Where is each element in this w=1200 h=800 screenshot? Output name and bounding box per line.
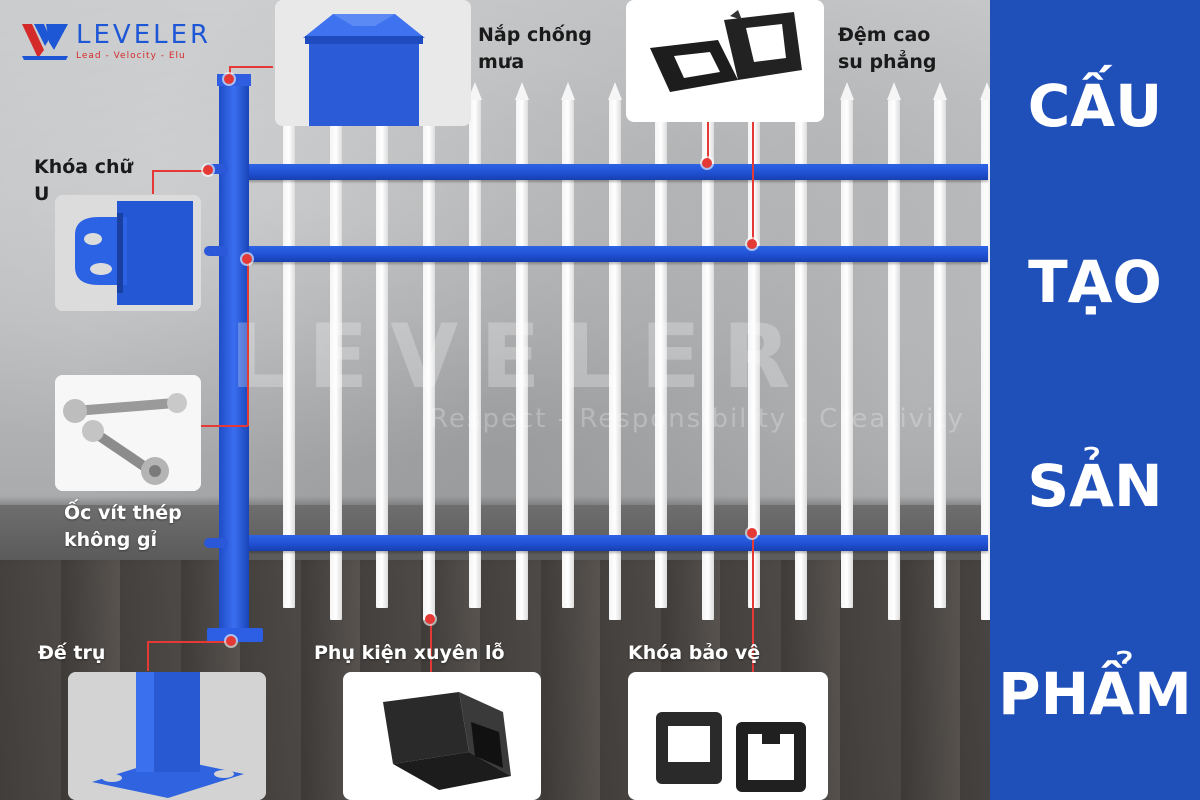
connector-bolt: [200, 425, 248, 427]
connector-through-accessory: [430, 620, 432, 672]
fence-picket-tip: [886, 82, 901, 100]
fence-rail-bottom: [236, 535, 988, 551]
fence-picket-tip: [514, 82, 529, 100]
post-base-icon: [68, 672, 266, 800]
connector-u-lock-drop: [152, 170, 154, 194]
fence-post-base-plate: [207, 628, 263, 642]
title-panel: CẤU TẠO SẢN PHẨM: [990, 0, 1200, 800]
rail-lug-bottom: [204, 538, 228, 548]
label-rubber-pad: Đệm cao su phẳng: [838, 22, 937, 76]
label-u-lock: Khóa chữ U: [34, 154, 133, 208]
photo-rubber-pad: [626, 0, 824, 122]
label-u-lock-line1: Khóa chữ: [34, 156, 134, 178]
fence-picket: [422, 100, 435, 620]
fence-picket: [794, 100, 807, 620]
marker-rubber-pad-1: [702, 158, 712, 168]
fence-picket: [515, 100, 528, 620]
leveler-logo-icon: [22, 24, 68, 60]
fence-picket: [469, 100, 481, 608]
photo-post-base: [68, 672, 266, 800]
label-steel-bolt-line1: Ốc vít thép: [64, 502, 182, 524]
fence-picket-tip: [933, 82, 947, 100]
photo-protective-lock: [628, 672, 828, 800]
panel-word-3: SẢN: [1027, 452, 1163, 520]
photo-u-lock: [55, 195, 201, 311]
marker-protective-lock: [747, 528, 757, 538]
connector-u-lock: [152, 170, 208, 172]
fence-rail-middle: [236, 246, 988, 262]
fence-picket: [655, 100, 667, 608]
fence-picket: [748, 100, 760, 608]
protective-lock-icon: [656, 712, 806, 792]
fence-picket: [887, 100, 900, 620]
brand-name: LEVELER: [76, 19, 212, 50]
fence-picket-tip: [561, 82, 575, 100]
label-steel-bolt-line2: không gỉ: [64, 529, 158, 551]
connector-rubber-pad-2: [752, 120, 754, 244]
connector-protective-lock: [752, 533, 754, 673]
panel-word-1: CẤU: [1027, 72, 1163, 140]
fence-picket: [329, 100, 342, 620]
label-rain-cap: Nắp chống mưa: [478, 22, 592, 76]
watermark: LEVELER Respect - Responsibility - Creat…: [230, 305, 965, 434]
fence-picket-tip: [468, 82, 482, 100]
connector-rain-cap: [229, 66, 273, 68]
fence-picket: [934, 100, 946, 608]
u-lock-icon: [55, 195, 201, 311]
through-accessory-icon: [383, 692, 511, 790]
marker-rain-cap: [224, 74, 234, 84]
panel-word-2: TẠO: [1028, 248, 1162, 316]
label-steel-bolt: Ốc vít thép không gỉ: [64, 500, 182, 554]
watermark-brand-name: LEVELER: [230, 305, 813, 408]
label-rain-cap-line1: Nắp chống: [478, 24, 592, 46]
connector-rain-cap-drop: [229, 66, 231, 78]
photo-rain-cap: [275, 0, 471, 126]
rail-lug-middle: [204, 246, 228, 256]
connector-rubber-pad-1: [707, 120, 709, 164]
fence-post-cap: [217, 74, 251, 86]
fence-picket: [608, 100, 621, 620]
photo-steel-bolt: [55, 375, 201, 491]
connector-post-base-h: [147, 641, 231, 643]
marker-u-lock: [203, 165, 213, 175]
label-rubber-pad-line2: su phẳng: [838, 51, 937, 73]
fence-rail-top: [236, 164, 988, 180]
steel-bolt-icon: [55, 375, 201, 491]
marker-rubber-pad-2: [747, 239, 757, 249]
label-u-lock-line2: U: [34, 183, 50, 205]
label-protective-lock: Khóa bảo vệ: [628, 642, 761, 664]
brand-logo: LEVELER Lead - Velocity - Elu: [20, 20, 211, 62]
fence-picket: [701, 100, 714, 620]
fence-picket-tip: [840, 82, 854, 100]
fence-picket: [283, 100, 295, 608]
panel-word-4: PHẨM: [998, 660, 1192, 728]
fence-picket: [562, 100, 574, 608]
connector-bolt-rise: [247, 258, 249, 426]
label-through-accessory: Phụ kiện xuyên lỗ: [314, 642, 505, 664]
marker-bolt: [242, 254, 252, 264]
marker-through-accessory: [425, 614, 435, 624]
connector-post-base: [147, 641, 149, 671]
label-rubber-pad-line1: Đệm cao: [838, 24, 931, 46]
photo-through-accessory: [343, 672, 541, 800]
fence-picket: [376, 100, 388, 608]
marker-post-base: [226, 636, 236, 646]
rain-cap-icon: [275, 0, 471, 126]
fence-picket: [841, 100, 853, 608]
watermark-tagline: Respect - Responsibility - Creativity: [430, 404, 965, 434]
fence-picket: [980, 100, 993, 620]
rubber-pad-icon: [650, 10, 802, 92]
rail-lug-top: [204, 164, 228, 174]
label-post-base: Đế trụ: [38, 642, 106, 664]
fence-picket-tip: [607, 82, 622, 100]
brand-tagline: Lead - Velocity - Elu: [76, 50, 186, 61]
label-rain-cap-line2: mưa: [478, 51, 525, 73]
